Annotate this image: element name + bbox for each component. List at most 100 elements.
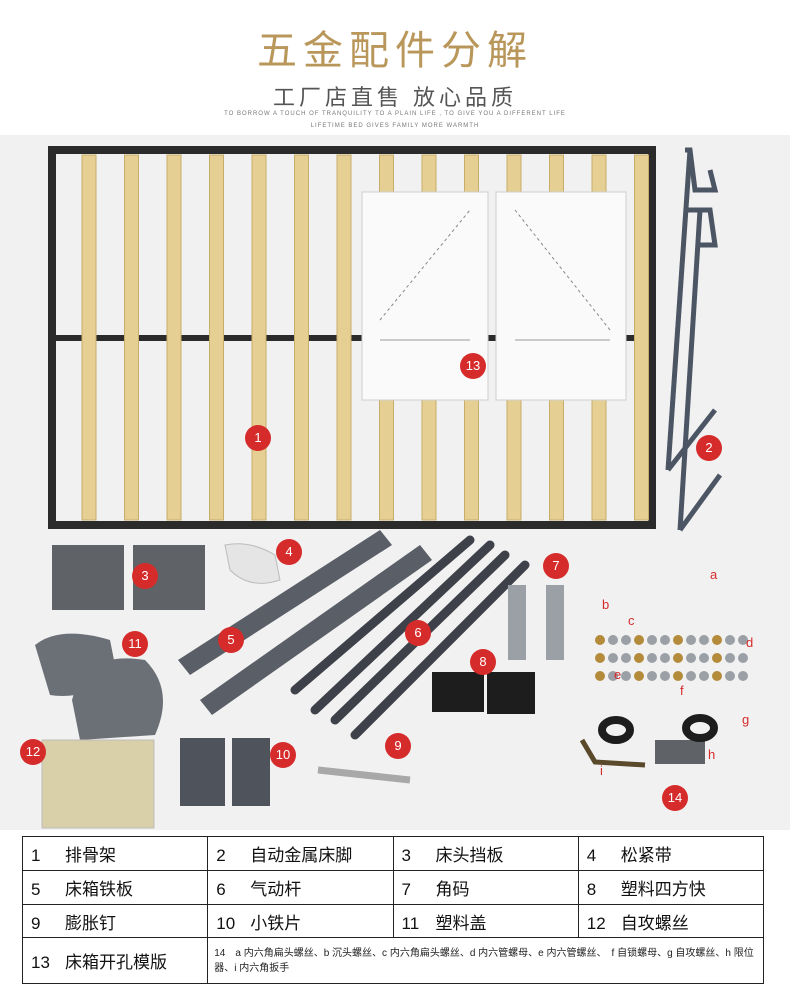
hardware-illustration: [35, 146, 748, 829]
screw-head: [673, 635, 683, 645]
screw-head: [712, 635, 722, 645]
plastic-blocks: [432, 672, 535, 714]
metal-legs: [665, 147, 723, 532]
wood-slat: [166, 154, 182, 521]
label-c: c: [628, 613, 635, 628]
small-iron-plates: [180, 738, 270, 806]
screw-head: [725, 653, 735, 663]
screw-head: [608, 635, 618, 645]
label-i: i: [600, 763, 603, 778]
screw-head: [647, 671, 657, 681]
screw-head: [660, 671, 670, 681]
english-tagline-1: TO BORROW A TOUCH OF TRANQUILITY TO A PL…: [224, 111, 566, 117]
label-b: b: [602, 597, 610, 612]
screw-head: [712, 671, 722, 681]
callout-1: 1: [245, 425, 271, 451]
callout-6: 6: [405, 620, 431, 646]
screw-head: [634, 671, 644, 681]
limiter-block: [655, 740, 705, 764]
callout-11: 11: [122, 631, 148, 657]
screw-head: [660, 653, 670, 663]
screw-head: [686, 671, 696, 681]
screw-head: [725, 635, 735, 645]
wood-slat: [251, 154, 267, 521]
screw-head: [699, 635, 709, 645]
screw-head: [595, 671, 605, 681]
screw-head: [712, 653, 722, 663]
callout-14: 14: [662, 785, 688, 811]
label-e: e: [614, 667, 622, 682]
screw-head: [738, 653, 748, 663]
headboard-plates: [52, 545, 205, 610]
screw-head: [634, 653, 644, 663]
screw-head: [608, 671, 618, 681]
screw-head: [673, 653, 683, 663]
callout-10: 10: [270, 742, 296, 768]
label-a: a: [710, 567, 718, 582]
wood-slat: [124, 154, 139, 521]
label-d: d: [746, 635, 754, 650]
page-title: 五金配件分解: [257, 28, 533, 74]
screw-head: [738, 671, 748, 681]
screw-head: [686, 653, 696, 663]
template-sheets: [361, 191, 627, 401]
screw-head: [686, 635, 696, 645]
label-g: g: [742, 712, 750, 727]
product-photo: 1 2 3 4 5 6 7 8 9 10 11 12 13 14 a b c d…: [0, 135, 790, 830]
screw-bag: [41, 739, 155, 829]
rubber-washers: [598, 714, 718, 744]
screw-head: [608, 653, 618, 663]
wood-slat: [336, 154, 352, 521]
screw-head: [738, 635, 748, 645]
wood-slat: [294, 154, 309, 521]
plastic-caps: [35, 633, 163, 740]
legend-note-14: 14 a 内六角扁头螺丝、b 沉头螺丝、c 内六角扁头螺丝、d 内六管螺母、e …: [207, 937, 764, 984]
callout-2: 2: [696, 435, 722, 461]
english-tagline-2: LIFETIME BED GIVES FAMILY MORE WARMTH: [310, 123, 480, 129]
small-hardware: [595, 635, 748, 681]
screw-head: [725, 671, 735, 681]
callout-4: 4: [276, 539, 302, 565]
wood-slat: [634, 154, 649, 521]
screw-head: [647, 635, 657, 645]
page-subtitle: 工厂店直售 放心品质: [272, 85, 518, 110]
callout-9: 9: [385, 733, 411, 759]
hex-key: [579, 738, 646, 768]
callout-7: 7: [543, 553, 569, 579]
callout-13: 13: [460, 353, 486, 379]
screw-head: [647, 653, 657, 663]
label-h: h: [708, 747, 716, 762]
screw-head: [634, 635, 644, 645]
screw-head: [595, 653, 605, 663]
corner-brackets: [508, 585, 564, 660]
screw-head: [660, 635, 670, 645]
screw-head: [699, 653, 709, 663]
label-f: f: [680, 683, 684, 698]
wood-slat: [81, 154, 97, 521]
screw-head: [621, 671, 631, 681]
callout-12: 12: [20, 739, 46, 765]
expansion-bolt: [317, 766, 411, 784]
screw-head: [621, 653, 631, 663]
screw-head: [595, 635, 605, 645]
screw-head: [699, 671, 709, 681]
header: 五金配件分解 工厂店直售 放心品质 TO BORROW A TOUCH OF T…: [0, 0, 790, 135]
wood-slat: [209, 154, 224, 521]
